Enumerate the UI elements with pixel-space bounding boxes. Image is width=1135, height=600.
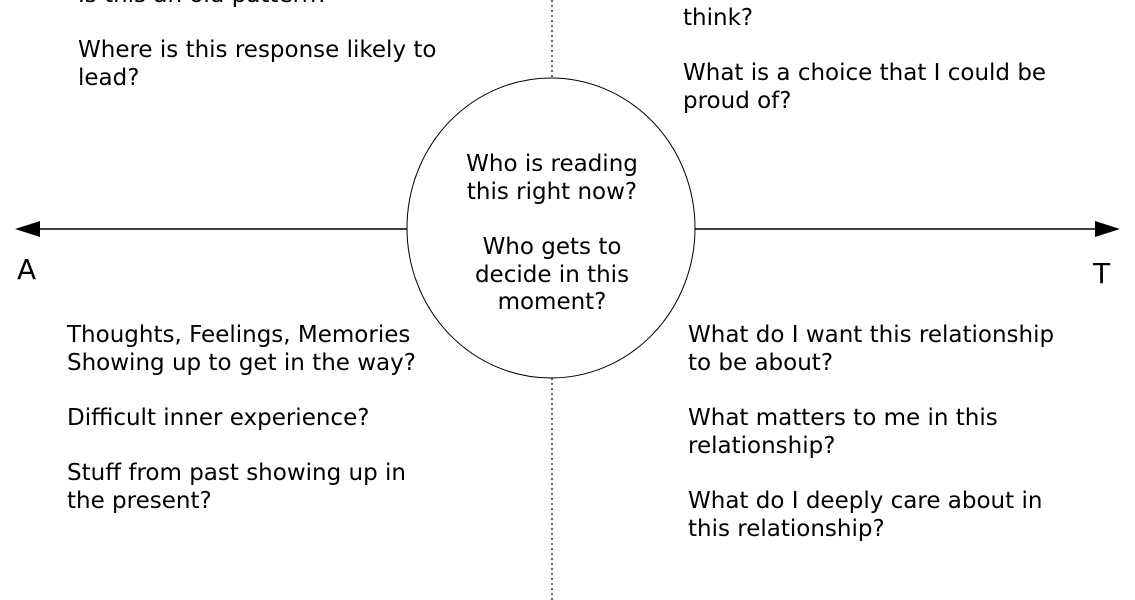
bottom-left-question-past: Stuff from past showing up in the presen…	[67, 460, 406, 514]
top-right-question: What is a choice that I could be proud o…	[683, 60, 1047, 114]
bottom-right-question-care: What do I deeply care about in this rela…	[688, 488, 1043, 542]
top-right-partial-line: think?	[683, 5, 754, 31]
axis-label-right: T	[1093, 257, 1111, 290]
top-left-question: Where is this response likely to lead?	[78, 37, 437, 91]
right-arrowhead	[1095, 221, 1120, 237]
top-left-partial-line: Is this an old pattern?	[78, 0, 328, 10]
bottom-left-question-difficult: Difficult inner experience?	[67, 405, 370, 431]
axis-label-left: A	[17, 253, 37, 286]
bottom-left-question-thoughts: Thoughts, Feelings, Memories Showing up …	[67, 322, 416, 376]
bottom-right-question-want: What do I want this relationship to be a…	[688, 322, 1055, 376]
bottom-right-question-matters: What matters to me in this relationship?	[688, 405, 998, 459]
center-question-decider: Who gets to decide in this moment?	[474, 234, 630, 315]
left-arrowhead	[15, 221, 40, 237]
center-question-reader: Who is reading this right now?	[466, 151, 638, 205]
center-circle	[406, 77, 696, 379]
